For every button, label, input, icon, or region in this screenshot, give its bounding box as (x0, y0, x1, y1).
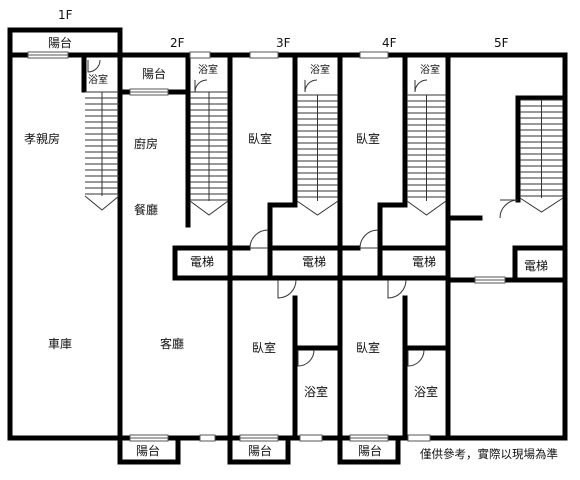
garage-label: 車庫 (48, 337, 72, 351)
elevator-4f-label: 電梯 (412, 255, 436, 269)
elevator-5f-label: 電梯 (524, 259, 548, 273)
bedroom-3f-front-label: 臥室 (248, 131, 272, 146)
windows (27, 51, 506, 442)
floor-label-2f: 2F (170, 36, 185, 50)
stair-4f (406, 94, 447, 216)
kitchen-label: 廚房 (134, 136, 158, 151)
stair-2f (189, 91, 229, 216)
floor-label-4f: 4F (382, 36, 397, 50)
balcony-1f-label: 陽台 (48, 35, 72, 50)
elevator-2f-label: 電梯 (190, 255, 214, 269)
stair-5f (519, 99, 564, 213)
floor-label-1f: 1F (58, 8, 73, 22)
elevator-3f-label: 電梯 (302, 255, 326, 269)
living-room-label: 客廳 (160, 336, 184, 351)
bathroom-4f-label: 浴室 (420, 63, 440, 76)
floor-labels: 1F 2F 3F 4F 5F (58, 8, 509, 50)
dining-label: 餐廳 (134, 202, 158, 217)
parents-room-label: 孝親房 (24, 131, 60, 146)
disclaimer-note: 僅供參考，實際以現場為準 (420, 447, 558, 461)
bedroom-4f-rear-label: 臥室 (356, 340, 380, 355)
floor-label-3f: 3F (276, 36, 291, 50)
bathroom-3f-rear-label: 浴室 (304, 384, 328, 399)
bedroom-3f-rear-label: 臥室 (252, 340, 276, 355)
balcony-2f-label: 陽台 (142, 66, 166, 81)
bathroom-1f-label: 浴室 (88, 73, 108, 86)
floor-label-5f: 5F (494, 36, 509, 50)
balcony-2f-bottom-label: 陽台 (136, 443, 160, 458)
room-labels: 陽台 浴室 孝親房 車庫 陽台 浴室 廚房 餐廳 電梯 客廳 陽台 浴室 臥室 … (24, 35, 548, 458)
stair-1f (84, 91, 120, 211)
stair-3f (296, 94, 339, 216)
bedroom-4f-front-label: 臥室 (356, 131, 380, 146)
balcony-3f-label: 陽台 (248, 443, 272, 458)
bathroom-4f-rear-label: 浴室 (414, 384, 438, 399)
bathroom-3f-label: 浴室 (310, 63, 330, 76)
bathroom-2f-label: 浴室 (198, 63, 218, 76)
walls (7, 27, 568, 465)
balcony-4f-label: 陽台 (358, 443, 382, 458)
doors (87, 59, 519, 367)
stairs (84, 91, 564, 216)
